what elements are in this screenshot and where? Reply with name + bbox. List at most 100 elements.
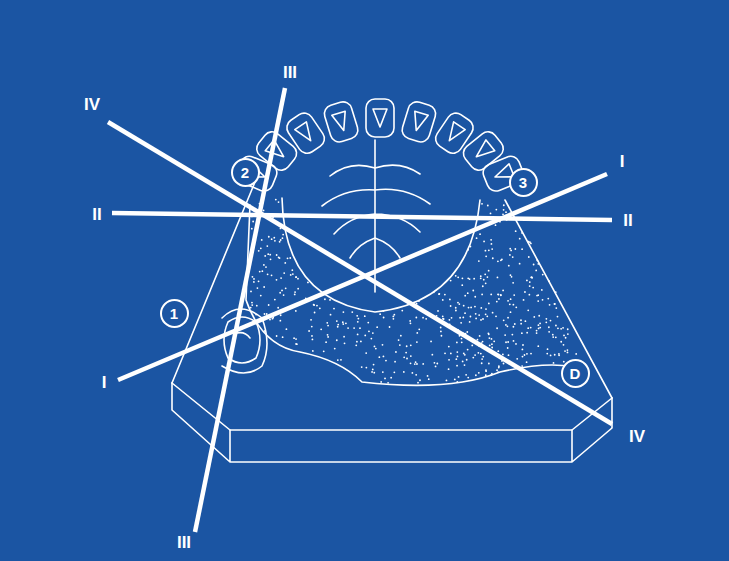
line-label: I: [102, 374, 107, 391]
stipple-dot: [337, 324, 339, 326]
stipple-dot: [271, 274, 273, 276]
stipple-dot: [469, 321, 471, 323]
stipple-dot: [422, 363, 424, 365]
stipple-dot: [500, 294, 502, 296]
stipple-dot: [311, 326, 313, 328]
stipple-dot: [297, 278, 299, 280]
stipple-dot: [294, 294, 296, 296]
stipple-dot: [478, 314, 480, 316]
stipple-dot: [474, 354, 476, 356]
stipple-dot: [436, 363, 438, 365]
stipple-dot: [510, 274, 512, 276]
stipple-dot: [567, 333, 569, 335]
stipple-dot: [567, 349, 569, 351]
stipple-dot: [495, 224, 497, 226]
stipple-dot: [491, 338, 493, 340]
stipple-dot: [524, 320, 526, 322]
stipple-dot: [431, 354, 433, 356]
stipple-dot: [457, 276, 459, 278]
stipple-dot: [512, 326, 514, 328]
stipple-dot: [283, 294, 285, 296]
stipple-dot: [492, 257, 494, 259]
stipple-dot: [278, 257, 280, 259]
stipple-dot: [485, 255, 487, 257]
stipple-dot: [271, 238, 273, 240]
stipple-dot: [475, 374, 477, 376]
stipple-dot: [278, 201, 280, 203]
stipple-dot: [463, 305, 465, 307]
stipple-dot: [383, 317, 385, 319]
stipple-dot: [532, 287, 534, 289]
stipple-dot: [480, 307, 482, 309]
stipple-dot: [496, 301, 498, 303]
stipple-dot: [280, 239, 282, 241]
stipple-dot: [487, 332, 489, 334]
stipple-dot: [565, 337, 567, 339]
stipple-dot: [333, 308, 335, 310]
stipple-dot: [507, 341, 509, 343]
stipple-dot: [380, 381, 382, 383]
stipple-dot: [550, 320, 552, 322]
stipple-dot: [251, 304, 253, 306]
stipple-dot: [296, 343, 298, 345]
stipple-dot: [480, 275, 482, 277]
stipple-dot: [370, 338, 372, 340]
stipple-dot: [466, 331, 468, 333]
stipple-dot: [480, 277, 482, 279]
stipple-dot: [514, 323, 516, 325]
stipple-dot: [526, 353, 528, 355]
stipple-dot: [427, 375, 429, 377]
line-label: III: [283, 64, 297, 81]
stipple-dot: [558, 353, 560, 355]
stipple-dot: [462, 361, 464, 363]
stipple-dot: [509, 254, 511, 256]
stipple-dot: [359, 327, 361, 329]
stipple-dot: [491, 347, 493, 349]
stipple-dot: [458, 376, 460, 378]
stipple-dot: [567, 352, 569, 354]
stipple-dot: [272, 318, 274, 320]
stipple-dot: [255, 314, 257, 316]
stipple-dot: [450, 280, 452, 282]
stipple-dot: [511, 276, 513, 278]
stipple-dot: [279, 241, 281, 243]
stipple-dot: [448, 346, 450, 348]
stipple-dot: [533, 316, 535, 318]
stipple-dot: [326, 322, 328, 324]
tooth: [400, 100, 438, 145]
stipple-dot: [503, 363, 505, 365]
stipple-dot: [550, 355, 552, 357]
stipple-dot: [286, 328, 288, 330]
stipple-dot: [268, 304, 270, 306]
stipple-dot: [521, 232, 523, 234]
stipple-dot: [546, 353, 548, 355]
stipple-dot: [456, 351, 458, 353]
stipple-dot: [319, 307, 321, 309]
stipple-dot: [519, 238, 521, 240]
stipple-dot: [275, 199, 277, 201]
stipple-dot: [455, 310, 457, 312]
stipple-dot: [491, 343, 493, 345]
stipple-dot: [477, 352, 479, 354]
stipple-dot: [563, 344, 565, 346]
stipple-dot: [485, 370, 487, 372]
stipple-dot: [283, 272, 285, 274]
stipple-dot: [501, 259, 503, 261]
stipple-dot: [334, 348, 336, 350]
stipple-dot: [325, 341, 327, 343]
stipple-dot: [527, 327, 529, 329]
stipple-dot: [465, 374, 467, 376]
stipple-dot: [474, 306, 476, 308]
stipple-dot: [548, 331, 550, 333]
line-label: I: [620, 153, 625, 170]
stipple-dot: [415, 361, 417, 363]
stipple-dot: [375, 348, 377, 350]
stipple-dot: [522, 344, 524, 346]
stipple-dot: [295, 343, 297, 345]
stipple-dot: [438, 293, 440, 295]
stipple-dot: [281, 290, 283, 292]
stipple-dot: [347, 327, 349, 329]
stipple-dot: [456, 342, 458, 344]
stipple-dot: [553, 362, 555, 364]
